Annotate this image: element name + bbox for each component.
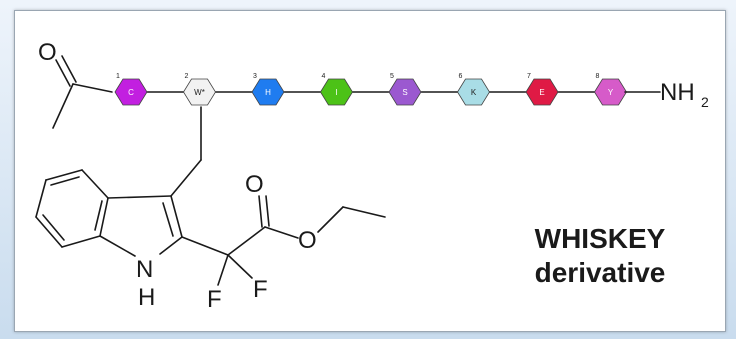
residue-hexagon <box>457 78 490 106</box>
ester-carbonyl-oxygen: O <box>245 171 264 198</box>
residue-number: 4 <box>322 73 326 80</box>
residue-code: C <box>128 88 134 97</box>
residue-hexagon <box>183 78 216 106</box>
ethyl-bond-2 <box>342 206 386 218</box>
acetyl-oxygen: O <box>38 39 57 66</box>
cf-bond-2 <box>227 254 253 279</box>
acetyl-to-c1-bond <box>72 83 113 93</box>
residue-3: 3H <box>251 73 285 106</box>
residue-hexagon <box>388 78 422 106</box>
residue-4: 4I <box>320 73 353 106</box>
ethyl-bond-1 <box>317 206 344 233</box>
c-carbonyl-bond <box>227 226 266 256</box>
indole-nitrogen: N <box>136 256 153 283</box>
residue-hexagon <box>525 78 559 106</box>
residue-number: 7 <box>527 73 531 80</box>
residue-7: 7E <box>525 73 559 106</box>
residue-code: I <box>335 88 337 97</box>
ester-oxygen: O <box>298 227 317 254</box>
residue-6: 6K <box>457 73 490 106</box>
cf2-bond <box>181 236 229 256</box>
residue-hexagon <box>320 78 353 106</box>
residue-code: Y <box>608 88 614 97</box>
fluorine-2: F <box>253 276 268 303</box>
fluorine-1: F <box>207 286 222 313</box>
terminal-subscript: 2 <box>701 94 709 110</box>
pyrrole-ring <box>99 195 183 257</box>
indole-hydrogen: H <box>138 284 155 311</box>
residue-code: W* <box>194 88 205 97</box>
benzene-ring <box>35 169 109 248</box>
acetyl-co-bond-1 <box>55 59 71 87</box>
residue-code: K <box>471 88 477 97</box>
residue-5: 5S <box>388 73 422 106</box>
residue-number: 3 <box>253 73 257 80</box>
terminal-nh: NH <box>660 79 695 106</box>
ester-o-bond <box>264 226 299 239</box>
caption-line-1: WHISKEY <box>534 223 666 254</box>
residue-number: 1 <box>116 73 120 80</box>
carbonyl-double-1 <box>258 195 263 228</box>
residue-number: 5 <box>390 73 394 80</box>
molecule-caption: WHISKEY derivative <box>500 222 700 290</box>
residue-hexagon <box>114 78 148 106</box>
acetyl-co-bond-2 <box>61 55 77 83</box>
residue-hexagon <box>251 78 285 106</box>
carbonyl-double-2 <box>265 195 270 227</box>
residue-8: 8Y <box>594 73 627 106</box>
residue-number: 8 <box>596 73 600 80</box>
residue-number: 6 <box>459 73 463 80</box>
residue-2: 2W* <box>183 73 216 106</box>
sidechain-bond-2 <box>170 159 202 197</box>
residue-number: 2 <box>185 73 189 80</box>
residue-code: E <box>539 88 544 97</box>
residue-1: 1C <box>114 73 148 106</box>
cf-bond-1 <box>217 254 229 286</box>
diagram-panel <box>14 10 726 332</box>
acetyl-methyl-bond <box>52 83 74 129</box>
residue-code: H <box>265 88 271 97</box>
residue-code: S <box>402 88 407 97</box>
caption-line-2: derivative <box>534 257 666 288</box>
